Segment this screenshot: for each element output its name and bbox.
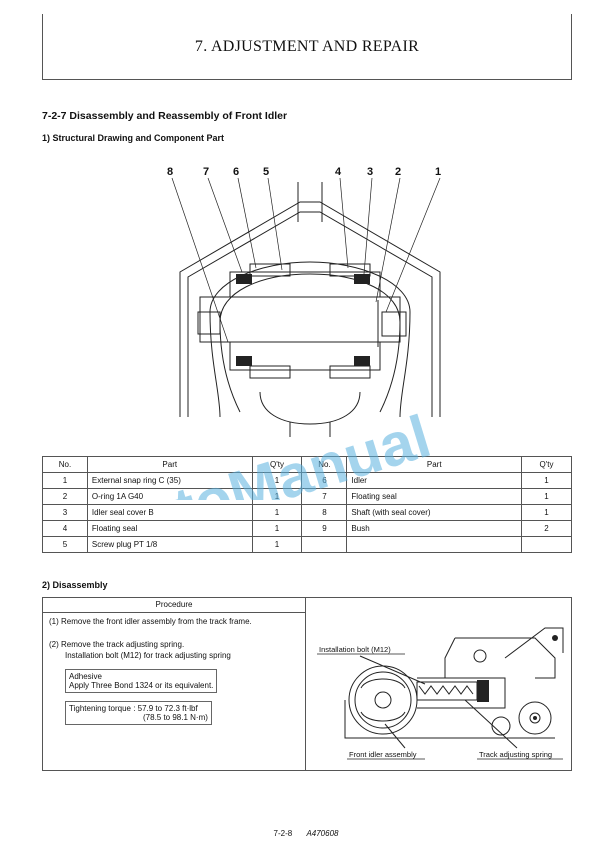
table-cell: 2 xyxy=(521,520,572,537)
col-header-qty: Q'ty xyxy=(251,456,303,473)
table-cell: Idler xyxy=(346,472,523,489)
table-cell: 5 xyxy=(42,536,88,553)
table-cell: 1 xyxy=(521,472,572,489)
header-box: 7. ADJUSTMENT AND REPAIR xyxy=(42,14,572,80)
callout-2: 2 xyxy=(395,166,401,178)
table-cell: Floating seal xyxy=(86,520,253,537)
torque-line-1: Tightening torque : 57.9 to 72.3 ft·lbf xyxy=(69,704,198,713)
procedure-box: Procedure (1) Remove the front idler ass… xyxy=(42,597,572,771)
procedure-step-2-detail: Installation bolt (M12) for track adjust… xyxy=(65,651,231,660)
section-title: 7-2-7 Disassembly and Reassembly of Fron… xyxy=(42,110,288,122)
table-row: 1 External snap ring C (35) 1 6 Idler 1 xyxy=(42,472,572,489)
subsection-structural-drawing: 1) Structural Drawing and Component Part xyxy=(42,133,225,143)
table-cell: Bush xyxy=(346,520,523,537)
adhesive-note: Adhesive Apply Three Bond 1324 or its eq… xyxy=(65,669,218,693)
table-cell: Idler seal cover B xyxy=(86,504,253,521)
procedure-step-1: (1) Remove the front idler assembly from… xyxy=(49,617,252,626)
table-cell: 6 xyxy=(301,472,348,489)
table-cell: 1 xyxy=(521,504,572,521)
adhesive-title: Adhesive xyxy=(69,672,102,681)
callout-7: 7 xyxy=(203,166,209,178)
table-cell: External snap ring C (35) xyxy=(86,472,253,489)
table-cell: 3 xyxy=(42,504,88,521)
callout-1: 1 xyxy=(435,166,441,178)
idler-structural-drawing: 8 7 6 5 4 3 2 1 xyxy=(167,166,441,437)
subsection-disassembly: 2) Disassembly xyxy=(42,580,108,590)
table-cell: 2 xyxy=(42,488,88,505)
procedure-header: Procedure xyxy=(43,598,305,613)
table-cell: 1 xyxy=(251,472,303,489)
table-cell: O-ring 1A G40 xyxy=(86,488,253,505)
col-header-part: Part xyxy=(346,456,523,473)
adhesive-text: Apply Three Bond 1324 or its equivalent. xyxy=(69,681,214,690)
table-cell xyxy=(301,536,348,553)
callout-5: 5 xyxy=(263,166,269,178)
table-cell: 1 xyxy=(251,488,303,505)
label-installation-bolt: Installation bolt (M12) xyxy=(319,645,391,654)
callout-8: 8 xyxy=(167,166,173,178)
table-cell: Shaft (with seal cover) xyxy=(346,504,523,521)
col-header-no: No. xyxy=(42,456,88,473)
table-cell: 8 xyxy=(301,504,348,521)
front-idler-removal-figure: Installation bolt (M12) Front idler asse… xyxy=(317,627,564,760)
callout-6: 6 xyxy=(233,166,239,178)
table-cell: 1 xyxy=(251,536,303,553)
table-cell: 1 xyxy=(251,504,303,521)
label-track-adjusting-spring: Track adjusting spring xyxy=(479,750,552,759)
torque-note: Tightening torque : 57.9 to 72.3 ft·lbf … xyxy=(65,701,212,725)
torque-line-2: (78.5 to 98.1 N·m) xyxy=(143,713,208,722)
table-cell: Floating seal xyxy=(346,488,523,505)
table-cell: 9 xyxy=(301,520,348,537)
document-id: A470608 xyxy=(306,829,339,838)
page-title: 7. ADJUSTMENT AND REPAIR xyxy=(194,38,420,55)
table-cell: 1 xyxy=(42,472,88,489)
table-row: 4 Floating seal 1 9 Bush 2 xyxy=(42,520,572,537)
label-front-idler-assembly: Front idler assembly xyxy=(349,750,417,759)
table-header-row: No. Part Q'ty No. Part Q'ty xyxy=(42,456,572,473)
table-row: 5 Screw plug PT 1/8 1 xyxy=(42,536,572,553)
col-header-qty: Q'ty xyxy=(521,456,572,473)
callout-4: 4 xyxy=(335,166,342,178)
col-header-no: No. xyxy=(301,456,348,473)
table-cell: 4 xyxy=(42,520,88,537)
parts-table: No. Part Q'ty No. Part Q'ty 1 External s… xyxy=(42,456,572,553)
table-row: 3 Idler seal cover B 1 8 Shaft (with sea… xyxy=(42,504,572,521)
table-cell: 1 xyxy=(251,520,303,537)
procedure-step-2: (2) Remove the track adjusting spring. xyxy=(49,640,185,649)
page-footer: 7-2-8 A470608 xyxy=(0,829,612,838)
callout-3: 3 xyxy=(367,166,373,178)
procedure-column: Procedure (1) Remove the front idler ass… xyxy=(43,598,306,770)
col-header-part: Part xyxy=(86,456,253,473)
table-row: 2 O-ring 1A G40 1 7 Floating seal 1 xyxy=(42,488,572,505)
table-cell: 7 xyxy=(301,488,348,505)
table-cell xyxy=(521,536,572,553)
table-cell xyxy=(346,536,523,553)
table-cell: 1 xyxy=(521,488,572,505)
table-cell: Screw plug PT 1/8 xyxy=(86,536,253,553)
page-number: 7-2-8 xyxy=(273,829,293,838)
